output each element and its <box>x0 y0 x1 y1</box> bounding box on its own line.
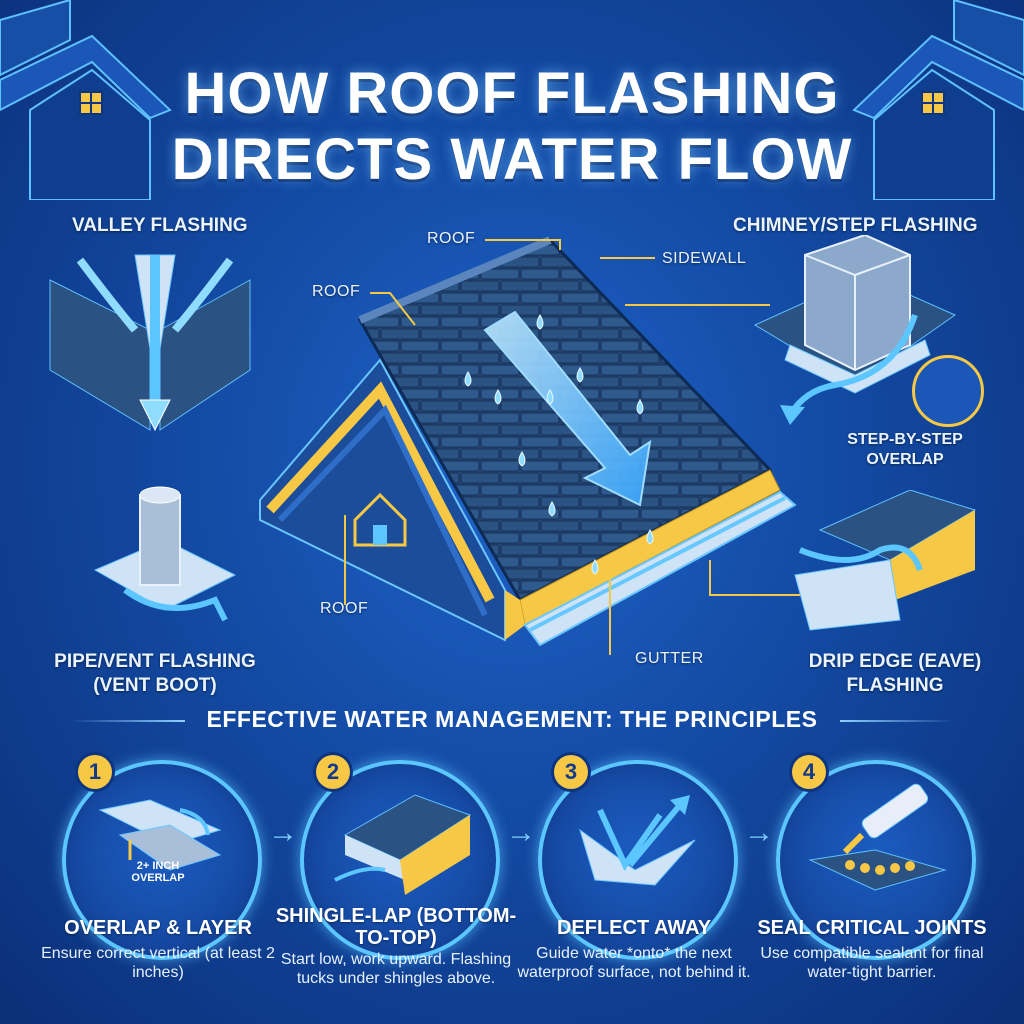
principle-1-number: 1 <box>78 755 112 789</box>
principle-4-body: Use compatible sealant for final water-t… <box>760 945 984 981</box>
divider-left <box>70 720 185 722</box>
principle-3-number: 3 <box>554 755 588 789</box>
step-arrow-2: → <box>506 816 536 849</box>
principle-1-inset-text: 2+ INCH OVERLAP <box>131 860 185 884</box>
label-valley-flashing: VALLEY FLASHING <box>72 215 248 236</box>
valley-flashing-illustration <box>49 254 251 432</box>
label-gutter: GUTTER <box>635 650 704 667</box>
corner-house-left-icon <box>0 0 172 200</box>
page-title-line1: HOW ROOF FLASHING <box>184 61 840 126</box>
divider-right <box>840 720 955 722</box>
label-sidewall: SIDEWALL <box>662 250 747 267</box>
step-arrow-3: → <box>744 816 774 849</box>
label-roof-top: ROOF <box>427 230 476 247</box>
principle-1-title: OVERLAP & LAYER <box>64 917 252 939</box>
main-roof-illustration <box>259 236 797 647</box>
principle-3-icon <box>579 795 696 886</box>
label-roof-bottom: ROOF <box>320 600 369 617</box>
step-arrow-1: → <box>268 816 298 849</box>
label-chimney-flashing: CHIMNEY/STEP FLASHING <box>733 215 978 236</box>
principle-2-body: Start low, work upward. Flashing tucks u… <box>280 951 512 987</box>
principles-heading: EFFECTIVE WATER MANAGEMENT: THE PRINCIPL… <box>206 706 818 732</box>
chimney-flashing-illustration <box>753 235 957 425</box>
pipe-vent-illustration <box>93 486 237 622</box>
corner-house-right-icon <box>852 0 1024 200</box>
principle-2-number: 2 <box>316 755 350 789</box>
page-title-line2: DIRECTS WATER FLOW <box>171 127 853 192</box>
principle-1-icon <box>98 799 222 871</box>
principle-3-title: DEFLECT AWAY <box>556 917 712 939</box>
principle-2-icon <box>334 794 472 895</box>
principle-4-number: 4 <box>792 755 826 789</box>
label-roof-left: ROOF <box>312 283 361 300</box>
principle-4-title: SEAL CRITICAL JOINTS <box>757 917 987 939</box>
principle-1-body: Ensure correct vertical (at least 2 inch… <box>41 945 275 981</box>
principle-4-icon <box>808 783 947 891</box>
label-step-overlap: STEP-BY-STEP OVERLAP <box>847 431 963 468</box>
drip-edge-illustration <box>794 490 977 631</box>
label-pipe-vent: PIPE/VENT FLASHING (VENT BOOT) <box>54 651 256 696</box>
label-drip-edge: DRIP EDGE (EAVE) FLASHING <box>808 651 982 696</box>
step-overlap-inset <box>912 355 984 427</box>
principle-2-title: SHINGLE-LAP (BOTTOM-TO-TOP) <box>275 905 517 949</box>
principle-3-body: Guide water *onto* the next waterproof s… <box>517 945 751 981</box>
